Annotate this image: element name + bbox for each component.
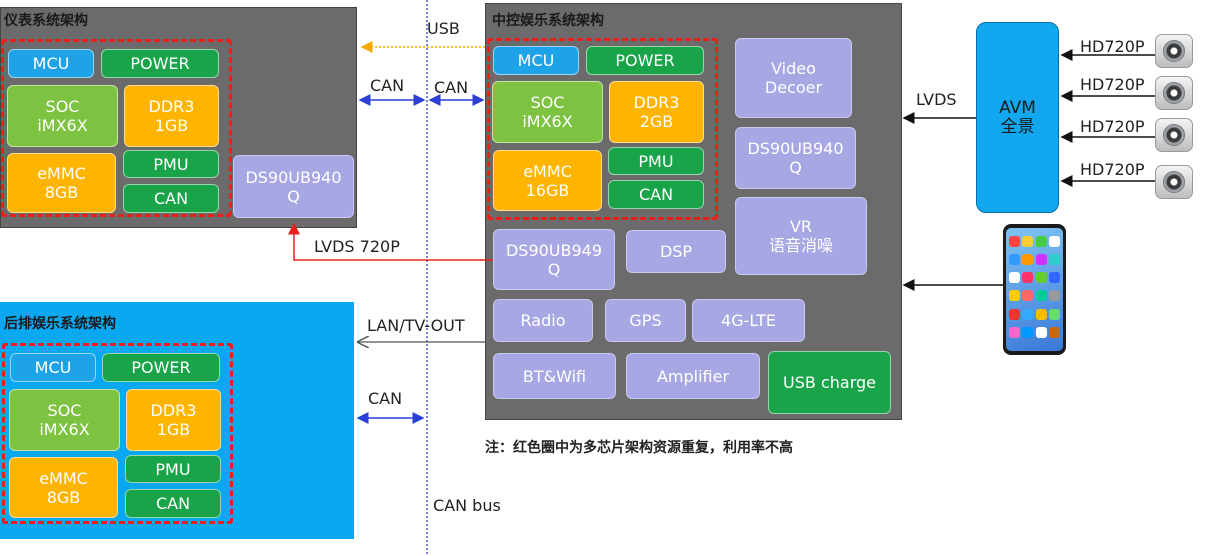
rear-power-chip: POWER xyxy=(102,353,220,382)
cluster-mcu-chip: MCU xyxy=(8,49,94,78)
dsp-chip: DSP xyxy=(626,230,726,273)
avm-surround-view-box: AVM 全景 xyxy=(976,22,1059,213)
head-unit-emmc-chip: eMMC 16GB xyxy=(493,150,602,211)
camera-icon-3 xyxy=(1155,118,1193,152)
usb-charge-chip: USB charge xyxy=(768,351,891,414)
lan-tv-out-link-label: LAN/TV-OUT xyxy=(367,316,465,335)
radio-chip: Radio xyxy=(493,299,593,342)
camera-icon-2 xyxy=(1155,76,1193,110)
rear-soc-chip: SOC iMX6X xyxy=(9,389,120,451)
camera-label-3: HD720P xyxy=(1080,117,1145,136)
head-unit-pmu-chip: PMU xyxy=(608,147,704,175)
usb-link-label: USB xyxy=(427,19,460,38)
can-bus-label: CAN bus xyxy=(433,496,501,515)
cluster-power-chip: POWER xyxy=(101,49,219,78)
amplifier-chip: Amplifier xyxy=(626,353,760,399)
can-rear-link-label: CAN xyxy=(368,389,403,408)
cluster-panel-title: 仪表系统架构 xyxy=(4,13,88,29)
rear-emmc-chip: eMMC 8GB xyxy=(9,457,118,518)
resource-duplication-note: 注：红色圈中为多芯片架构资源重复，利用率不高 xyxy=(485,440,793,456)
rear-can-chip: CAN xyxy=(125,489,221,518)
head-unit-ds90ub940-chip: DS90UB940 Q xyxy=(735,127,856,189)
video-decoder-chip: Video Decoer xyxy=(735,38,852,118)
camera-icon-4 xyxy=(1155,165,1193,199)
rear-dashed-region xyxy=(2,343,233,524)
can-link-label-left: CAN xyxy=(370,76,405,95)
cluster-emmc-chip: eMMC 8GB xyxy=(7,153,116,213)
lte-chip: 4G-LTE xyxy=(692,299,805,342)
rear-ddr-chip: DDR3 1GB xyxy=(126,389,221,451)
head-unit-mcu-chip: MCU xyxy=(493,46,579,75)
smartphone-icon xyxy=(1003,224,1066,355)
rear-panel-title: 后排娱乐系统架构 xyxy=(4,316,116,332)
cluster-pmu-chip: PMU xyxy=(123,150,219,178)
camera-icon-1 xyxy=(1155,34,1193,68)
cluster-can-chip: CAN xyxy=(123,184,219,213)
head-unit-dashed-region xyxy=(487,38,718,220)
lvds-720p-link-label: LVDS 720P xyxy=(314,237,400,256)
camera-label-2: HD720P xyxy=(1080,75,1145,94)
rear-pmu-chip: PMU xyxy=(125,455,221,483)
head-unit-ddr-chip: DDR3 2GB xyxy=(609,81,704,143)
ds90ub949-chip: DS90UB949 Q xyxy=(493,229,615,290)
head-unit-panel-title: 中控娱乐系统架构 xyxy=(492,13,604,29)
rear-mcu-chip: MCU xyxy=(10,353,96,382)
head-unit-soc-chip: SOC iMX6X xyxy=(492,81,603,143)
cluster-soc-chip: SOC iMX6X xyxy=(7,85,118,147)
gps-chip: GPS xyxy=(605,299,686,342)
camera-label-1: HD720P xyxy=(1080,37,1145,56)
cluster-dashed-region xyxy=(1,39,232,217)
head-unit-can-chip: CAN xyxy=(608,180,704,209)
camera-label-4: HD720P xyxy=(1080,160,1145,179)
lvds-link-label: LVDS xyxy=(916,90,957,109)
cluster-ddr-chip: DDR3 1GB xyxy=(124,85,219,147)
cluster-ds90ub940-chip: DS90UB940 Q xyxy=(233,155,354,218)
can-link-label-right: CAN xyxy=(434,78,469,97)
vr-noise-cancel-chip: VR 语音消噪 xyxy=(735,197,867,275)
head-unit-power-chip: POWER xyxy=(586,46,704,75)
bt-wifi-chip: BT&Wifi xyxy=(493,353,616,399)
